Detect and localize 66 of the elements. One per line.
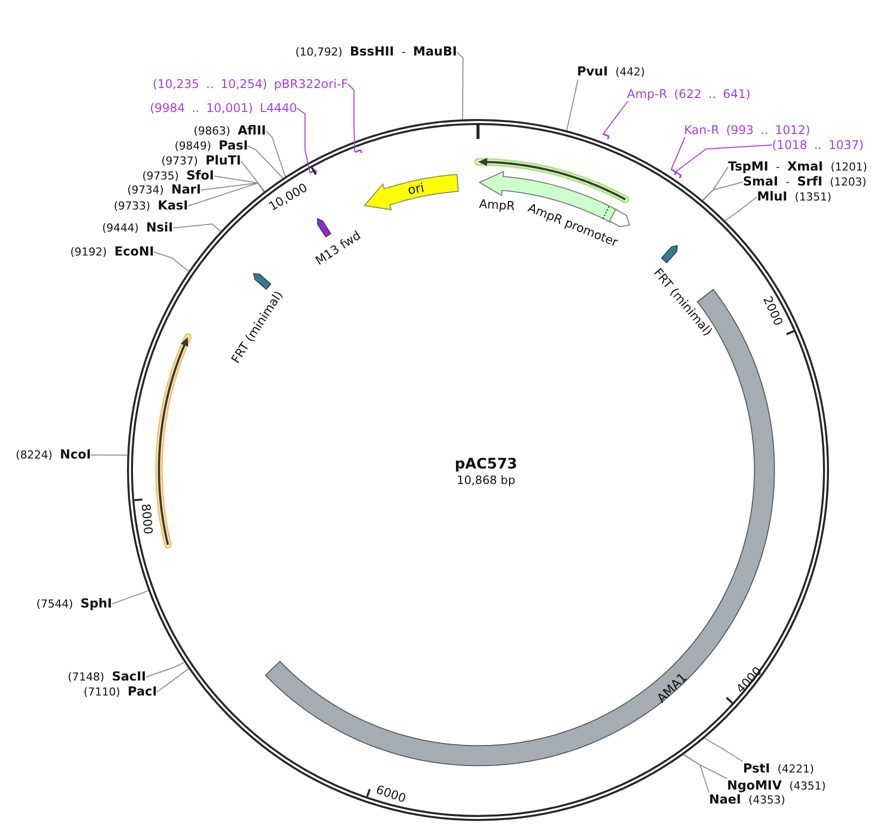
leader-line (214, 176, 265, 192)
feature-label: M13 fwd (312, 228, 364, 268)
site-label: (7110) PacI (84, 684, 157, 700)
site-label: (9733) KasI (114, 198, 188, 214)
leader-line (172, 223, 222, 232)
site-label: (7148) SacII (68, 670, 146, 684)
leader-line (675, 144, 772, 172)
leader-line (566, 79, 578, 131)
leader-line (724, 196, 758, 222)
site-label: (10,792) BssHII - MauBI (295, 44, 457, 60)
feature-label: AmpR (478, 196, 516, 214)
site-label: NgoMIV (4351) (727, 778, 826, 794)
primer-mark (309, 169, 318, 174)
plasmid-name: pAC573 (454, 456, 518, 474)
feature-label: ori (406, 180, 426, 198)
site-label: NaeI (4353) (709, 792, 786, 808)
site-label: (9863) AflII (194, 124, 266, 138)
leader-line (704, 738, 744, 762)
site-feature (252, 272, 272, 291)
site-label: MluI (1351) (757, 190, 832, 204)
leader-line (702, 166, 728, 201)
site-feature (316, 217, 332, 239)
tick-label: 8000 (138, 503, 156, 535)
leader-line (156, 668, 190, 692)
site-label: (9735) SfoI (142, 168, 214, 184)
site-label: TspMI - XmaI (1201) (728, 160, 868, 174)
primer-label: Kan-R (993 .. 1012) (684, 123, 810, 137)
site-label: (9849) PasI (174, 138, 248, 154)
primer-label: (9984 .. 10,001) L4440 (150, 101, 297, 115)
primer-label: (1018 .. 1037) (772, 138, 864, 152)
feature-block (363, 173, 460, 212)
site-label: SmaI - SrfI (1203) (743, 174, 866, 190)
site-label: (9737) PluTI (161, 154, 241, 168)
primer-label: (10,235 .. 10,254) pBR322ori-F (152, 77, 348, 91)
leader-line (240, 160, 265, 192)
orf-feature (155, 333, 192, 549)
site-label: (9734) NarI (127, 182, 201, 198)
leader-line (296, 108, 311, 174)
site-label: (9192) EcoNI (70, 244, 154, 260)
leader-line (702, 182, 744, 202)
site-label: (7544) SphI (36, 596, 112, 612)
site-label: PvuI (442) (577, 64, 645, 80)
primer-mark (354, 148, 362, 154)
plasmid-size: 10,868 bp (456, 473, 516, 487)
leader-line (112, 590, 149, 604)
leader-line (683, 754, 728, 779)
leader-line (154, 252, 190, 272)
leader-line (90, 454, 128, 456)
site-feature (660, 244, 680, 264)
primer-label: Amp-R (622 .. 641) (627, 87, 750, 101)
primer-mark (674, 170, 682, 179)
leader-line (188, 182, 264, 206)
tick-label: 2000 (760, 294, 786, 328)
leader-line (348, 84, 356, 153)
leader-line (248, 146, 284, 179)
tick-label: 6000 (374, 782, 408, 806)
site-label: (9444) NsiI (102, 220, 173, 236)
leader-line (602, 100, 628, 135)
site-label: PstI (4221) (743, 762, 814, 776)
leader-line (456, 52, 464, 120)
leader-line (266, 130, 286, 178)
leader-line (670, 136, 686, 170)
leader-line (200, 182, 265, 192)
leader-line (682, 754, 710, 793)
leader-line (146, 662, 185, 678)
site-label: (8224) NcoI (16, 448, 91, 462)
